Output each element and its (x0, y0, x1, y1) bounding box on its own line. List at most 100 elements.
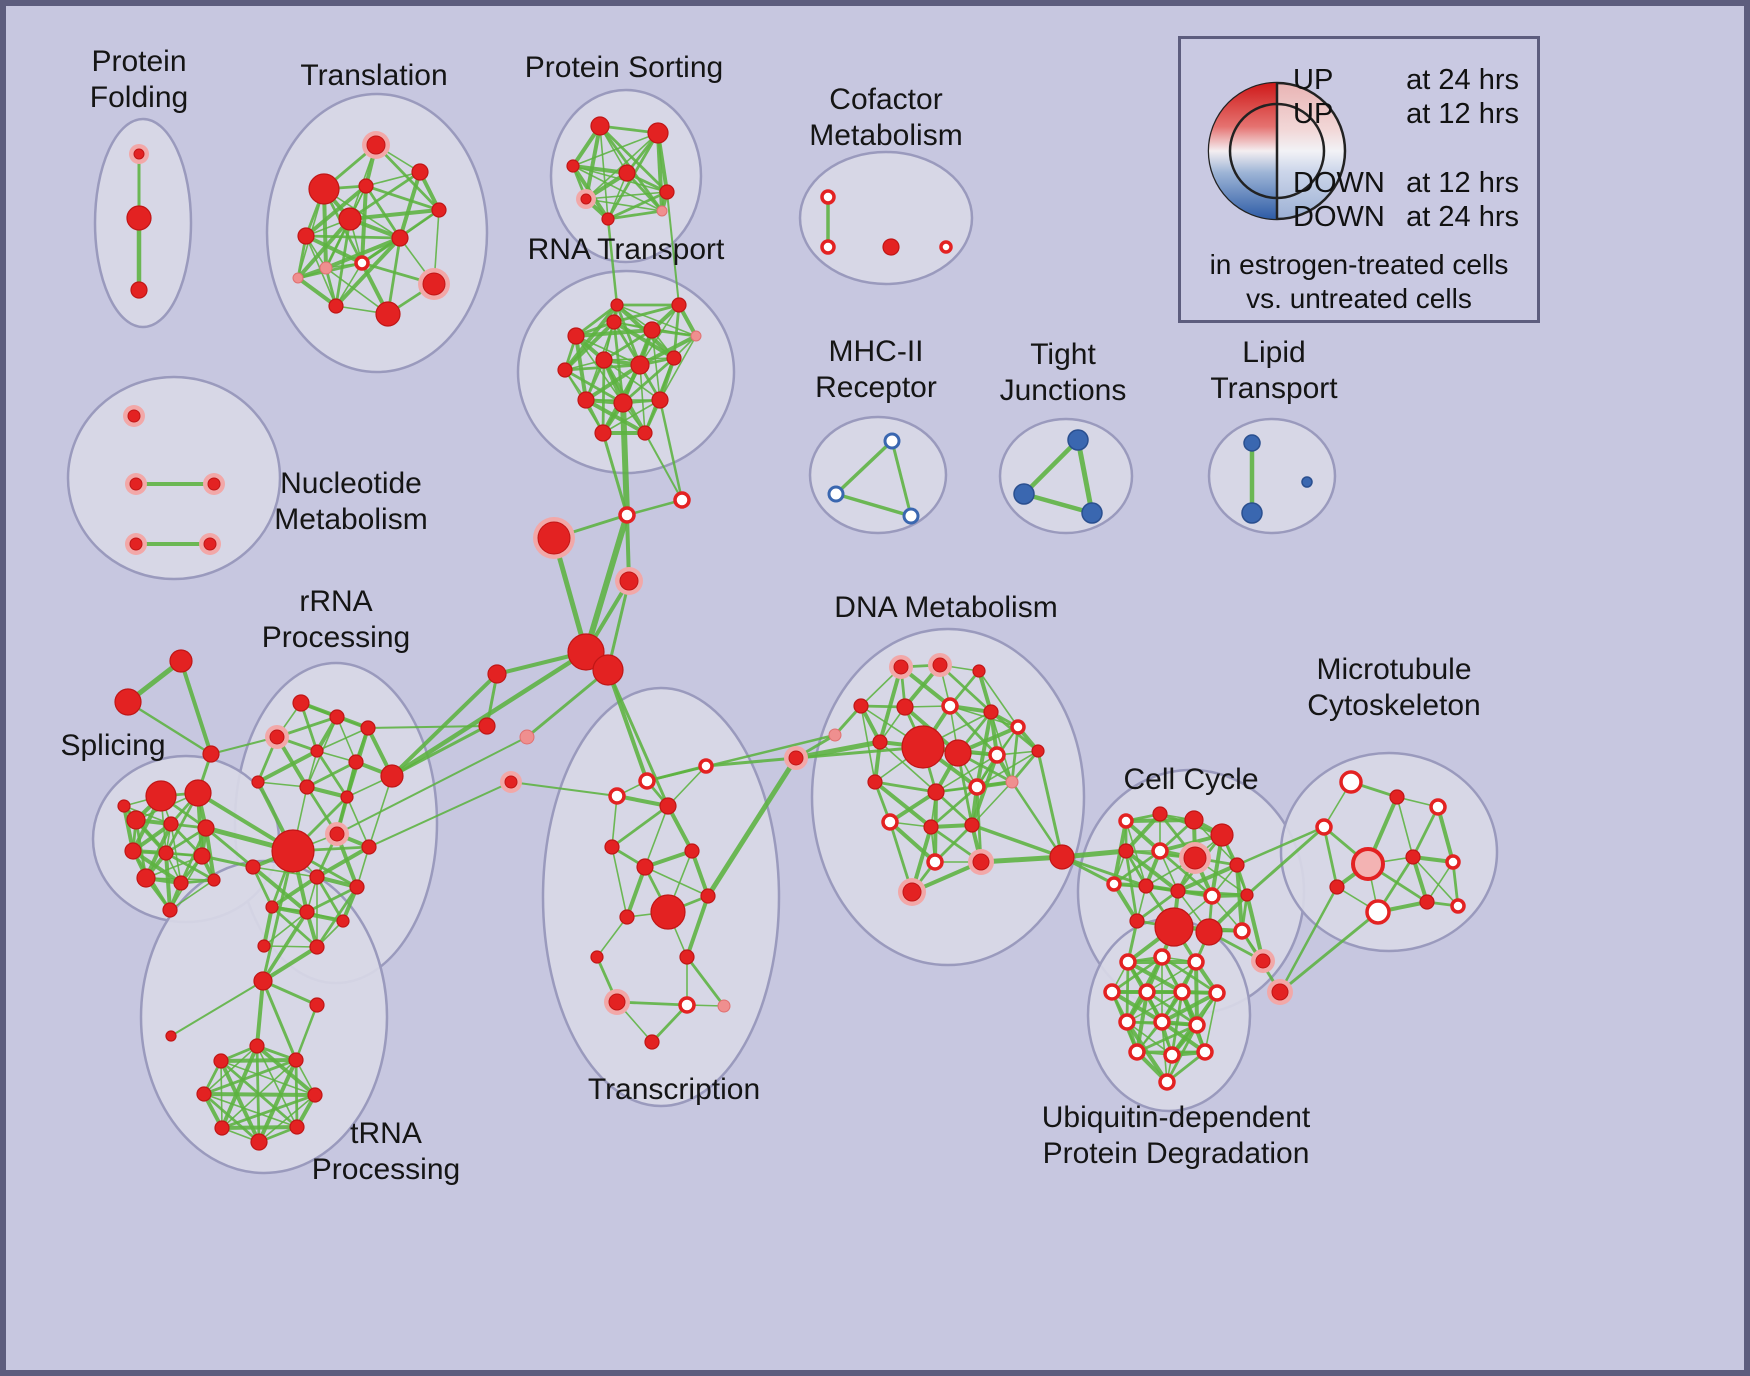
node-rt3[interactable] (643, 321, 661, 339)
node-sp5[interactable] (197, 819, 215, 837)
node-ub12[interactable] (1163, 1046, 1181, 1064)
node-sp1[interactable] (145, 780, 177, 812)
node-sp11[interactable] (207, 873, 221, 887)
node-cc8[interactable] (1229, 857, 1245, 873)
node-ub3[interactable] (1187, 953, 1205, 971)
node-cn5[interactable] (567, 633, 605, 671)
node-fx1[interactable] (169, 649, 193, 673)
node-mh1[interactable] (883, 432, 901, 450)
node-cn4[interactable] (619, 571, 639, 591)
node-tn8[interactable] (250, 1133, 268, 1151)
node-rr19[interactable] (265, 900, 279, 914)
node-dm22[interactable] (902, 882, 922, 902)
node-tc8[interactable] (619, 909, 635, 925)
node-pf2[interactable] (126, 205, 152, 231)
node-dm14[interactable] (927, 783, 945, 801)
node-mc10[interactable] (1419, 894, 1435, 910)
node-ub8[interactable] (1118, 1013, 1136, 1031)
node-dm12[interactable] (988, 746, 1006, 764)
node-rt2[interactable] (606, 314, 622, 330)
node-dm17[interactable] (881, 813, 899, 831)
node-ub10[interactable] (1188, 1016, 1206, 1034)
node-rt11[interactable] (651, 391, 669, 409)
node-dm13[interactable] (867, 774, 883, 790)
node-fx2[interactable] (114, 688, 142, 716)
node-cn10[interactable] (504, 775, 518, 789)
node-ct3[interactable] (1049, 844, 1075, 870)
node-tl14[interactable] (358, 178, 374, 194)
node-cn8[interactable] (478, 717, 496, 735)
node-ct4[interactable] (1271, 983, 1289, 1001)
node-ct1[interactable] (788, 750, 804, 766)
node-dm10[interactable] (901, 725, 945, 769)
node-tc3[interactable] (659, 797, 677, 815)
node-mc6[interactable] (1405, 849, 1421, 865)
node-rr14[interactable] (245, 859, 261, 875)
node-mc1[interactable] (1339, 770, 1363, 794)
node-rt10[interactable] (613, 393, 633, 413)
node-mc5[interactable] (1351, 847, 1385, 881)
node-ub2[interactable] (1153, 948, 1171, 966)
node-rr9[interactable] (299, 779, 315, 795)
node-mc11[interactable] (1450, 898, 1466, 914)
node-mc8[interactable] (1329, 879, 1345, 895)
node-rt8[interactable] (666, 350, 682, 366)
node-tl2[interactable] (366, 135, 386, 155)
node-ub5[interactable] (1138, 983, 1156, 1001)
node-rr10[interactable] (340, 790, 354, 804)
node-cc7[interactable] (1183, 846, 1207, 870)
node-pf1[interactable] (133, 148, 145, 160)
node-tn7[interactable] (289, 1119, 305, 1135)
node-cc15[interactable] (1195, 918, 1223, 946)
node-lp2[interactable] (1241, 502, 1263, 524)
node-dm5[interactable] (896, 698, 914, 716)
node-tj2[interactable] (1013, 483, 1035, 505)
node-tc11[interactable] (679, 949, 695, 965)
node-mh3[interactable] (902, 507, 920, 525)
node-cc6[interactable] (1151, 842, 1169, 860)
node-sp4[interactable] (163, 816, 179, 832)
node-dm21[interactable] (972, 853, 990, 871)
node-ct2[interactable] (828, 728, 842, 742)
node-rt5[interactable] (557, 362, 573, 378)
node-ps5[interactable] (659, 184, 675, 200)
node-rt7[interactable] (630, 355, 650, 375)
node-tj1[interactable] (1067, 429, 1089, 451)
node-dm9[interactable] (872, 734, 888, 750)
node-tc13[interactable] (678, 996, 696, 1014)
node-tl13[interactable] (292, 272, 304, 284)
node-cf1[interactable] (820, 189, 836, 205)
node-sp2[interactable] (184, 779, 212, 807)
node-rr3[interactable] (360, 720, 376, 736)
node-tn10[interactable] (196, 1086, 212, 1102)
node-rr18[interactable] (336, 914, 350, 928)
node-sp13[interactable] (117, 799, 131, 813)
node-cc4[interactable] (1210, 823, 1234, 847)
node-nm5[interactable] (203, 537, 217, 551)
node-tl11[interactable] (375, 301, 401, 327)
node-mh2[interactable] (827, 485, 845, 503)
node-tl5[interactable] (297, 227, 315, 245)
node-rt1[interactable] (567, 327, 585, 345)
node-tn3[interactable] (309, 997, 325, 1013)
node-rr4[interactable] (269, 729, 285, 745)
node-ps7[interactable] (601, 212, 615, 226)
node-tc10[interactable] (590, 950, 604, 964)
node-dm2[interactable] (932, 657, 948, 673)
node-rr21[interactable] (257, 939, 271, 953)
node-rr16[interactable] (349, 879, 365, 895)
node-rr1[interactable] (292, 694, 310, 712)
node-ub7[interactable] (1208, 984, 1226, 1002)
node-tn2[interactable] (165, 1030, 177, 1042)
node-ps8[interactable] (656, 205, 668, 217)
node-rr12[interactable] (329, 826, 345, 842)
node-nm3[interactable] (207, 477, 221, 491)
node-tn5[interactable] (288, 1052, 304, 1068)
node-ub13[interactable] (1196, 1043, 1214, 1061)
node-cn3[interactable] (673, 491, 691, 509)
node-sp12[interactable] (162, 902, 178, 918)
node-tc0[interactable] (698, 758, 714, 774)
node-tl12[interactable] (328, 298, 344, 314)
node-cn9[interactable] (519, 729, 535, 745)
node-tc2[interactable] (608, 787, 626, 805)
